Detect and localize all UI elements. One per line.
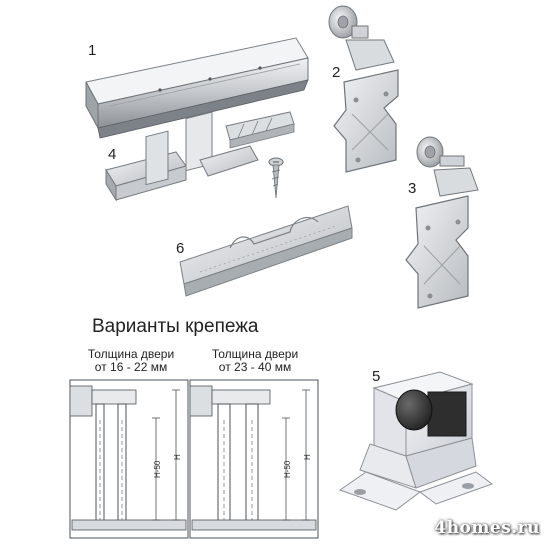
variant-1-line1: Толщина двери xyxy=(87,347,175,361)
mounting-variant-2: H-50 H xyxy=(189,379,319,539)
screw xyxy=(268,157,284,199)
variant-1-caption: Толщина двери от 16 - 22 мм xyxy=(72,348,190,374)
callout-6: 6 xyxy=(176,240,185,257)
floor-guides xyxy=(105,111,295,202)
roller-rear xyxy=(405,136,479,309)
mounting-variant-1: H-50 H xyxy=(69,379,189,539)
variant-2-caption: Толщина двери от 23 - 40 мм xyxy=(196,348,314,374)
variant-2-line1: Толщина двери xyxy=(211,347,299,361)
top-rail xyxy=(85,37,309,139)
stopper xyxy=(338,371,494,511)
mounting-title: Варианты крепежа xyxy=(92,316,259,337)
stopper-plate xyxy=(179,205,353,297)
roller-front xyxy=(328,5,399,173)
callout-3: 3 xyxy=(408,180,417,197)
callout-5: 5 xyxy=(372,368,381,385)
callout-1: 1 xyxy=(88,42,97,59)
dim-label-large: H xyxy=(303,454,312,460)
dim-label-large: H xyxy=(173,454,182,460)
variant-2-line2: от 23 - 40 мм xyxy=(218,360,292,374)
variant-1-line2: от 16 - 22 мм xyxy=(94,360,168,374)
dim-label-small: H-50 xyxy=(153,460,162,478)
callout-4: 4 xyxy=(108,146,117,163)
callout-2: 2 xyxy=(332,64,341,81)
dim-label-small: H-50 xyxy=(283,460,292,478)
watermark-logo: 4homes.ru xyxy=(434,518,540,538)
